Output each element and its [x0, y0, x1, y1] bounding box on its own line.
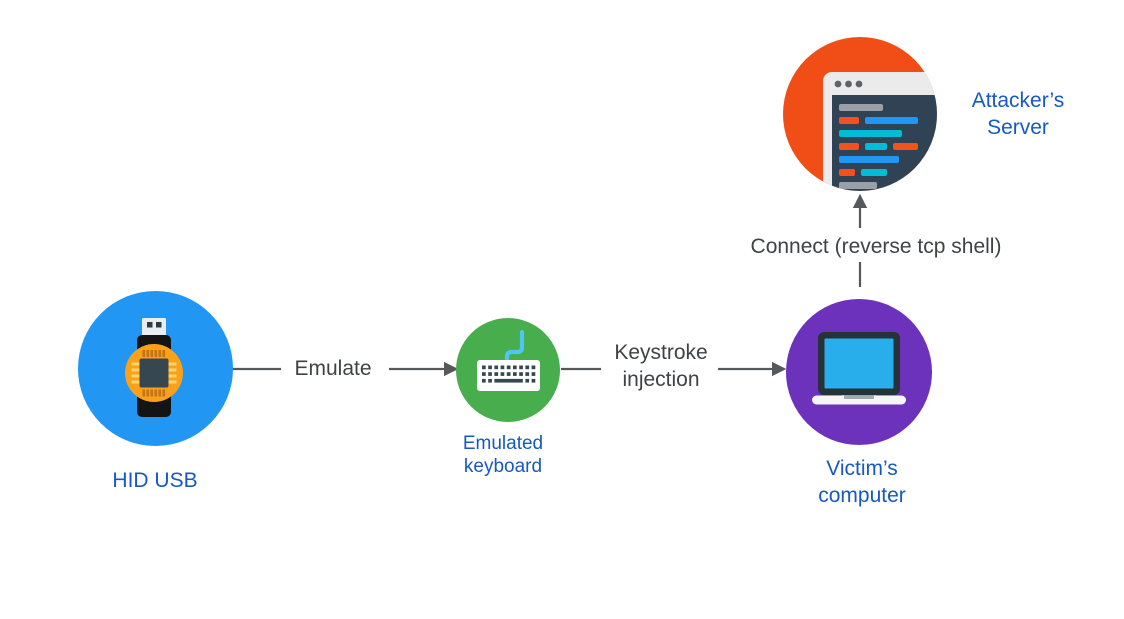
- edge-label-connect-reverse-tcp-shell: Connect (reverse tcp shell): [750, 235, 1002, 258]
- spacebar-key: [494, 378, 523, 383]
- node-attacker-server: [783, 37, 937, 191]
- usb-drive-icon: [125, 318, 183, 417]
- node-victim-computer: [786, 299, 932, 445]
- keyboard-icon: [477, 329, 540, 391]
- laptop-screen: [824, 338, 894, 389]
- edge-label-emulate: Emulate: [294, 357, 372, 380]
- node-label-hid-usb: HID USB: [112, 469, 198, 492]
- label-line: keyboard: [463, 456, 543, 477]
- keyboard-cable: [504, 329, 525, 365]
- laptop-icon: [812, 332, 906, 405]
- label-line: Victim’s: [826, 457, 898, 480]
- node-label-emulated-keyboard: Emulated keyboard: [413, 432, 593, 478]
- label-line: Keystroke: [614, 341, 708, 364]
- window-buttons-icon: [834, 80, 863, 88]
- keyboard-node-graphic: [456, 318, 560, 422]
- code-lines: [839, 104, 918, 189]
- label-line: Attacker’s: [971, 89, 1065, 112]
- chip-body: [139, 358, 169, 388]
- laptop-base: [812, 395, 906, 405]
- attacker-node-graphic: [783, 37, 937, 191]
- chip-ticks-bottom: [142, 389, 166, 397]
- node-label-victim-computer: Victim’s computer: [772, 455, 952, 509]
- node-emulated-keyboard: [456, 318, 560, 422]
- node-hid-usb: [78, 291, 233, 446]
- edge-label-keystroke-injection: Keystroke injection: [571, 339, 751, 393]
- node-label-attacker-server: Attacker’s Server: [928, 87, 1108, 141]
- victim-node-graphic: [786, 299, 932, 445]
- chip-pins-side: [131, 362, 177, 384]
- keyboard-keys: [482, 365, 536, 383]
- label-line: injection: [622, 368, 700, 391]
- label-line: Server: [987, 116, 1049, 139]
- hid-usb-node-graphic: [78, 291, 233, 446]
- label-line: Emulated: [462, 433, 544, 454]
- label-line: computer: [818, 484, 906, 507]
- chip-ticks-top: [142, 350, 166, 357]
- code-window-icon: [823, 72, 937, 191]
